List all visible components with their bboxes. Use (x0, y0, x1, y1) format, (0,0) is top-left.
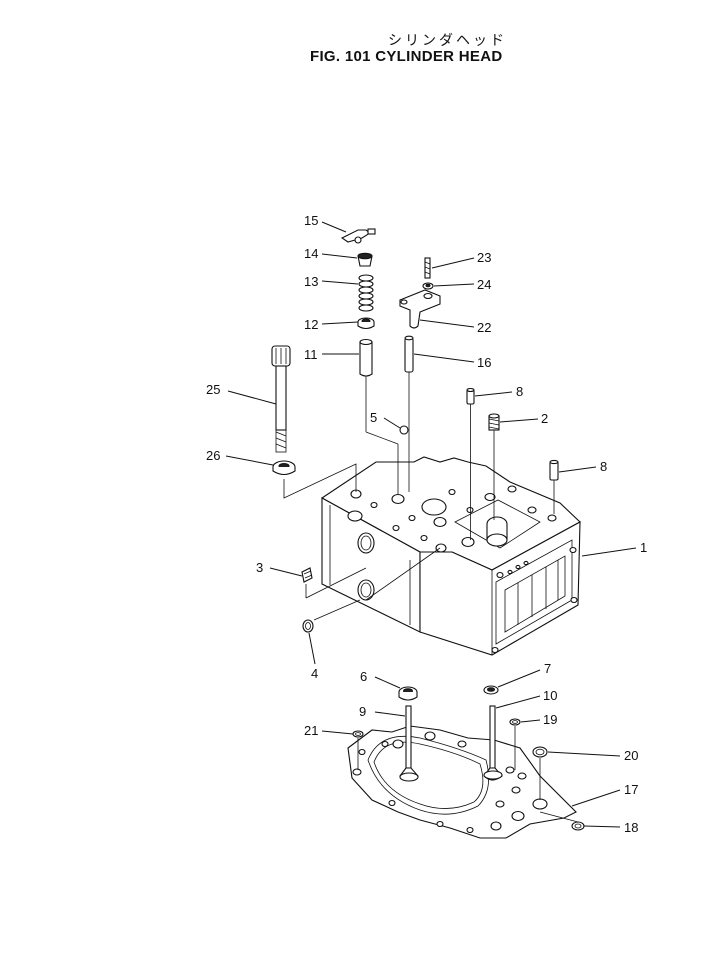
callout-14: 14 (304, 246, 318, 261)
callout-8a: 8 (516, 384, 523, 399)
callout-3: 3 (256, 560, 263, 575)
callout-8b: 8 (600, 459, 607, 474)
intake-valve-9 (399, 705, 419, 782)
assembly-lines (283, 372, 579, 823)
callout-16: 16 (477, 355, 491, 370)
callout-22: 22 (477, 320, 491, 335)
cylinder-head (320, 456, 581, 656)
callout-24: 24 (477, 277, 491, 292)
seal-20 (532, 746, 548, 758)
callout-9: 9 (359, 704, 366, 719)
callout-20: 20 (624, 748, 638, 763)
callout-17: 17 (624, 782, 638, 797)
callout-6: 6 (360, 669, 367, 684)
callout-23: 23 (477, 250, 491, 265)
push-rod-16 (404, 335, 414, 373)
callout-19: 19 (543, 712, 557, 727)
leader-lines (225, 221, 637, 828)
seal-19 (509, 718, 521, 726)
callout-25: 25 (206, 382, 220, 397)
callout-labels: 1 2 3 4 5 6 7 8 8 9 10 11 12 13 14 15 16… (206, 213, 647, 835)
ring-5 (399, 425, 409, 435)
o-ring-4 (302, 619, 314, 633)
valve-seat-7 (483, 685, 499, 695)
callout-18: 18 (624, 820, 638, 835)
callout-1: 1 (640, 540, 647, 555)
callout-13: 13 (304, 274, 318, 289)
valve-cap-14 (357, 252, 373, 267)
callout-12: 12 (304, 317, 318, 332)
retainer-15 (340, 228, 376, 244)
callout-11: 11 (304, 347, 318, 362)
callout-21: 21 (304, 723, 318, 738)
dowel-pin-8b (549, 459, 559, 481)
callout-2: 2 (541, 411, 548, 426)
adjust-screw-23 (424, 257, 431, 279)
seal-18 (571, 821, 585, 831)
rocker-arm-22 (399, 289, 441, 329)
valve-spring-13 (358, 274, 374, 312)
valve-seat-6 (398, 686, 418, 701)
title-japanese: シリンダヘッド (388, 33, 507, 49)
plug-3 (301, 567, 313, 583)
callout-7: 7 (544, 661, 551, 676)
valve-guide-11 (359, 338, 373, 377)
plug-2 (488, 413, 500, 431)
bolt-washer (272, 460, 296, 476)
exhaust-valve-10 (483, 705, 503, 781)
callout-26: 26 (206, 448, 220, 463)
callout-15: 15 (304, 213, 318, 228)
spring-seat-12 (357, 317, 375, 330)
figure-title: FIG. 101 CYLINDER HEAD (310, 48, 503, 65)
nut-24 (422, 282, 434, 290)
head-bolt (271, 345, 291, 453)
gasket-17 (347, 725, 577, 839)
dowel-pin-8a (466, 387, 475, 405)
seal-21 (352, 730, 364, 738)
callout-4: 4 (311, 666, 318, 681)
callout-5: 5 (370, 410, 377, 425)
callout-10: 10 (543, 688, 557, 703)
